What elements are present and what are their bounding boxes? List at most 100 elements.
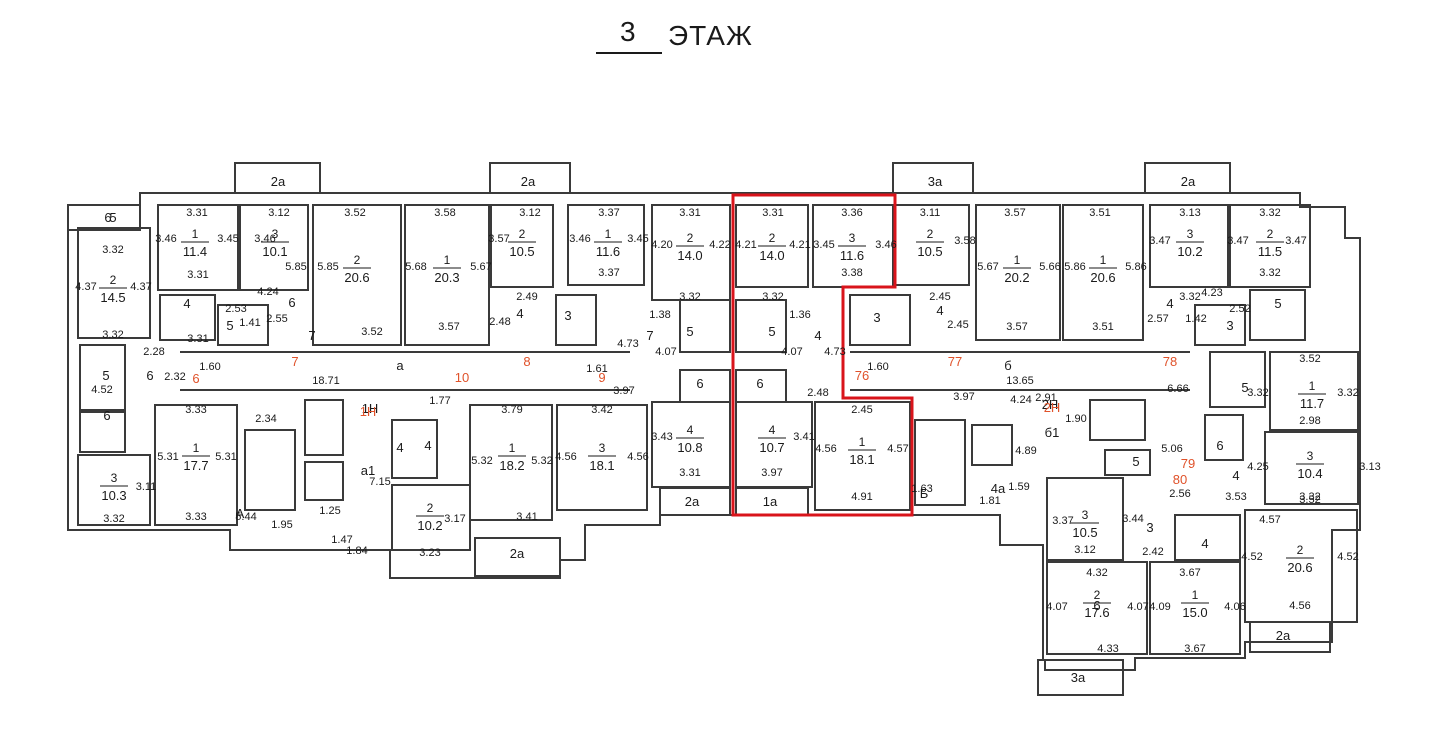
- dimension-label: 4.56: [815, 443, 836, 455]
- room-number: 2: [519, 227, 526, 241]
- elevator-box: [304, 399, 344, 456]
- apartment-number-marker: 76: [855, 368, 869, 383]
- space-label: 4: [1201, 536, 1208, 551]
- room-area: 20.6: [1287, 560, 1312, 575]
- space-label: 6: [104, 210, 111, 225]
- room-number: 1: [1192, 588, 1199, 602]
- dimension-label: 4.25: [1247, 461, 1268, 473]
- dimension-label: 3.52: [1299, 494, 1320, 506]
- dimension-label: 3.97: [953, 391, 974, 403]
- dimension-label: 2.49: [516, 291, 537, 303]
- dimension-label: 5.31: [215, 451, 236, 463]
- room-area: 20.2: [1004, 270, 1029, 285]
- dimension-label: 1.59: [1008, 481, 1029, 493]
- dimension-label: 1.38: [649, 309, 670, 321]
- room-number: 2: [1267, 227, 1274, 241]
- room-area: 18.1: [849, 452, 874, 467]
- apartment-number-marker: 80: [1173, 472, 1187, 487]
- dimension-label: 4.52: [91, 384, 112, 396]
- room-number: 2: [927, 227, 934, 241]
- space-label: 2а: [510, 546, 525, 561]
- dimension-label: 2.34: [255, 413, 276, 425]
- room-box: [77, 454, 151, 526]
- room-number: 2: [427, 501, 434, 515]
- dimension-label: 3.31: [186, 207, 207, 219]
- dimension-label: 4.73: [824, 346, 845, 358]
- dimension-label: 4.07: [1127, 601, 1148, 613]
- dimension-label: 3.32: [1337, 387, 1358, 399]
- space-label: 1Н: [362, 401, 379, 416]
- room-number: 4: [687, 423, 694, 437]
- space-label: 2Н: [1042, 397, 1059, 412]
- dimension-label: 2.28: [143, 346, 164, 358]
- room-area: 11.7: [1300, 396, 1324, 411]
- balcony: [234, 162, 321, 194]
- dimension-label: 3.97: [613, 385, 634, 397]
- room-number: 1: [605, 227, 612, 241]
- room-box: [735, 204, 809, 288]
- dimension-label: 1.95: [271, 519, 292, 531]
- floor-number-underline: [596, 52, 662, 54]
- dimension-label: 1.90: [1065, 413, 1086, 425]
- dimension-label: 3.32: [1247, 387, 1268, 399]
- room-box: [814, 401, 911, 511]
- dimension-label: 7.15: [369, 476, 390, 488]
- dimension-label: 4.37: [75, 281, 96, 293]
- dimension-label: 3.47: [1227, 235, 1248, 247]
- apartment-number-marker: 7: [291, 354, 298, 369]
- dimension-label: 2.55: [266, 313, 287, 325]
- balcony: [1144, 162, 1231, 194]
- dimension-label: 1.81: [979, 495, 1000, 507]
- dimension-label: 3.38: [841, 267, 862, 279]
- floor-word: ЭТАЖ: [668, 20, 753, 51]
- dimension-label: 3.37: [1052, 515, 1073, 527]
- bath-box: [735, 299, 787, 353]
- dimension-label: 3.31: [679, 467, 700, 479]
- room-label-r20: 318.1: [588, 441, 616, 473]
- room-label-r6: 210.5: [508, 227, 536, 259]
- room-area: 18.1: [589, 458, 614, 473]
- dimension-label: 3.52: [1299, 353, 1320, 365]
- dimension-label: 3.45: [627, 233, 648, 245]
- room-number: 1: [1014, 253, 1021, 267]
- room-box: [239, 204, 309, 291]
- dimension-label: 3.11: [136, 481, 157, 493]
- dimension-label: 4.52: [1337, 551, 1358, 563]
- room-area: 10.7: [759, 440, 784, 455]
- apartment-number-marker: 1Н: [360, 404, 377, 419]
- dimension-label: 3.32: [1259, 207, 1280, 219]
- dimension-label: 6.66: [1167, 383, 1188, 395]
- room-box: [1062, 204, 1144, 341]
- room-number: 1: [509, 441, 516, 455]
- room-number: 1: [1309, 379, 1316, 393]
- room-box: [1149, 561, 1241, 655]
- room-label-r8: 214.0: [676, 231, 704, 263]
- space-label: 5: [226, 318, 233, 333]
- dimension-label: 3.12: [1074, 544, 1095, 556]
- room-number: 1: [193, 441, 200, 455]
- space-label: 5: [686, 324, 693, 339]
- room-box: [469, 404, 553, 521]
- room-label-r21: 410.8: [676, 423, 704, 455]
- dimension-label: 3.13: [1359, 461, 1380, 473]
- dimension-label: 3.43: [651, 431, 672, 443]
- bath-box: [849, 294, 911, 346]
- dimension-label: 5.32: [531, 455, 552, 467]
- dimension-label: 1.84: [346, 545, 367, 557]
- room-box: [1269, 351, 1359, 431]
- room-number: 2: [354, 253, 361, 267]
- dimension-label: 5.67: [977, 261, 998, 273]
- room-box: [975, 204, 1061, 341]
- corridor-wall: [180, 351, 1190, 391]
- dimension-label: 5.85: [285, 261, 306, 273]
- room-number: 3: [272, 227, 279, 241]
- dimension-label: 3.31: [762, 207, 783, 219]
- room-number: 3: [1082, 508, 1089, 522]
- space-label: 2а: [521, 174, 536, 189]
- dimension-label: 4.23: [1201, 287, 1222, 299]
- space-label: 6: [103, 408, 110, 423]
- apartment-number-marker: 10: [455, 370, 469, 385]
- space-label: 3: [1146, 520, 1153, 535]
- dimension-label: 3.11: [920, 207, 941, 219]
